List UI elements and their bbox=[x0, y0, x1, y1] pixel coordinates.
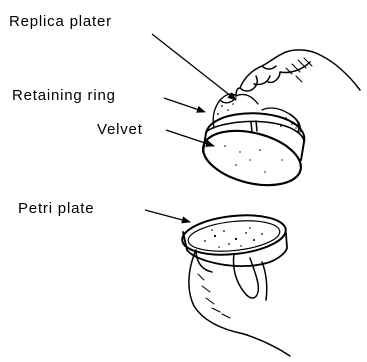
petri-dish-rim-outer bbox=[180, 211, 287, 260]
retaining-ring-label: Retaining ring bbox=[12, 88, 116, 103]
upper-hand bbox=[236, 50, 360, 96]
ring-clip bbox=[251, 121, 257, 132]
arrow-petri-plate bbox=[145, 210, 190, 222]
petri-plate-drawing bbox=[180, 211, 290, 356]
leader-lines bbox=[145, 34, 236, 222]
replica-plater-label: Replica plater bbox=[9, 14, 112, 29]
lower-hand-shading bbox=[198, 274, 230, 318]
replica-plater-drawing bbox=[197, 50, 360, 194]
velvet-stipple bbox=[224, 145, 282, 173]
petri-plate-label: Petri plate bbox=[18, 201, 94, 216]
arrow-retaining-ring bbox=[164, 98, 205, 112]
colony-dots bbox=[204, 227, 263, 248]
plater-cylinder-side bbox=[203, 133, 304, 160]
arrow-replica-plater bbox=[152, 34, 236, 100]
velvet-label: Velvet bbox=[97, 122, 143, 137]
